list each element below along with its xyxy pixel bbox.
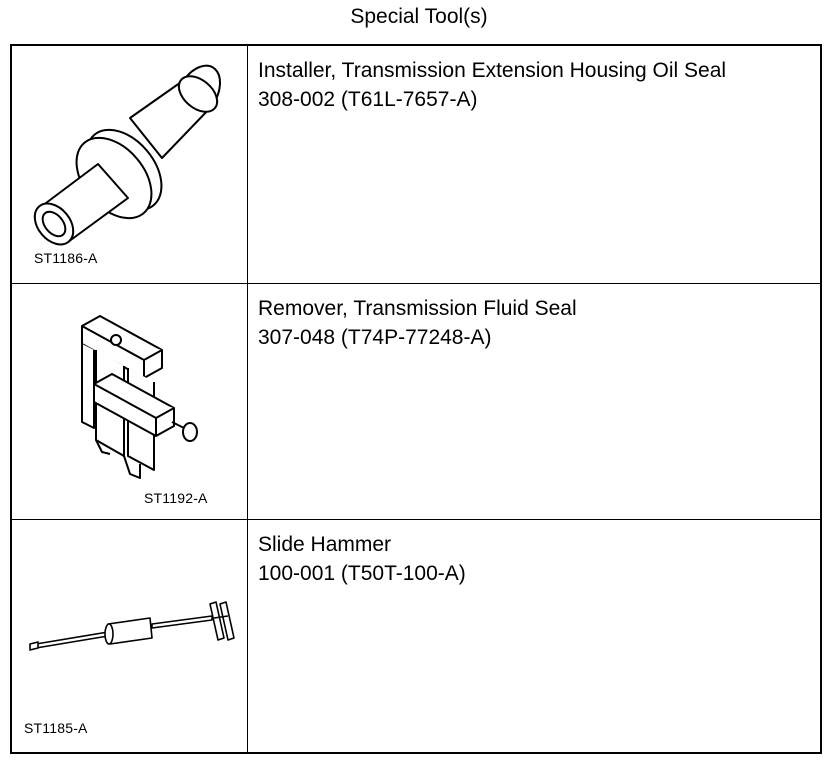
tool-image-cell: ST1186-A	[12, 46, 248, 283]
page-title: Special Tool(s)	[350, 5, 488, 28]
tool-name: Slide Hammer	[258, 533, 392, 556]
tool-description: Remover, Transmission Fluid Seal 307-048…	[258, 294, 818, 352]
tool-code-label: ST1185-A	[24, 720, 88, 736]
fluid-seal-remover-icon	[81, 315, 198, 479]
tool-number: 307-048 (T74P-77248-A)	[258, 326, 492, 349]
tool-code-label: ST1192-A	[144, 490, 208, 506]
oil-seal-installer-icon	[33, 64, 222, 246]
slide-hammer-icon	[29, 601, 235, 651]
tool-name: Installer, Transmission Extension Housin…	[258, 59, 727, 82]
tool-code-label: ST1186-A	[34, 250, 98, 266]
tool-row: ST1192-A Remover, Transmission Fluid Sea…	[12, 284, 820, 520]
tool-row: ST1186-A Installer, Transmission Extensi…	[12, 46, 820, 284]
tool-image-cell: ST1185-A	[12, 520, 248, 752]
special-tools-table: ST1186-A Installer, Transmission Extensi…	[10, 44, 822, 754]
tool-number: 308-002 (T61L-7657-A)	[258, 88, 478, 111]
tool-description: Installer, Transmission Extension Housin…	[258, 56, 818, 114]
tool-description: Slide Hammer 100-001 (T50T-100-A)	[258, 530, 818, 588]
tool-row: ST1185-A Slide Hammer 100-001 (T50T-100-…	[12, 520, 820, 752]
tool-name: Remover, Transmission Fluid Seal	[258, 297, 577, 320]
tool-image-cell: ST1192-A	[12, 284, 248, 519]
tool-number: 100-001 (T50T-100-A)	[258, 562, 466, 585]
